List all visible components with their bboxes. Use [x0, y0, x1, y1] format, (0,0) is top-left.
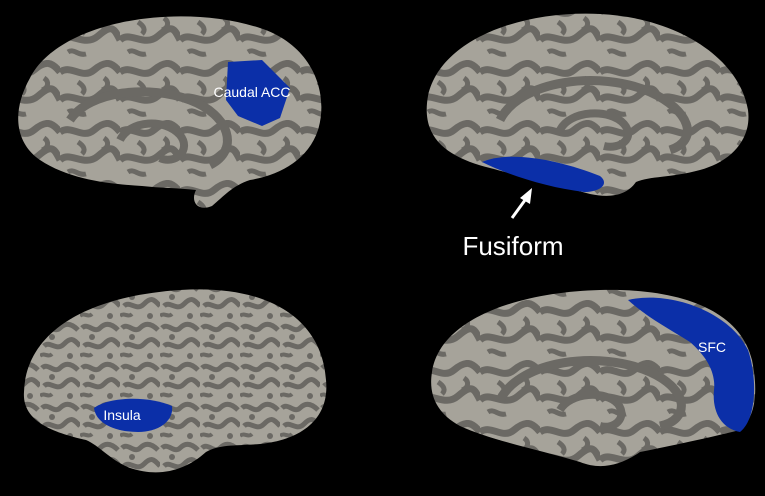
brain-top-left: Caudal ACC — [18, 16, 322, 208]
insula-region — [94, 398, 173, 432]
cortex-surface-top-right — [426, 13, 749, 196]
sfc-label: SFC — [698, 339, 726, 355]
fusiform-arrowhead — [520, 188, 532, 204]
fusiform-annotation: Fusiform — [462, 188, 564, 261]
caudal-acc-region — [226, 60, 290, 126]
sfc-region — [628, 297, 755, 432]
insula-label: Insula — [103, 407, 141, 423]
cortex-surface-bottom-left — [23, 289, 327, 473]
brain-bottom-right: SFC — [431, 289, 756, 467]
brain-top-right — [426, 13, 749, 196]
brain-bottom-left: Insula — [23, 289, 327, 473]
fusiform-label: Fusiform — [462, 231, 563, 261]
fusiform-region — [482, 156, 605, 192]
caudal-acc-label: Caudal ACC — [213, 84, 290, 100]
